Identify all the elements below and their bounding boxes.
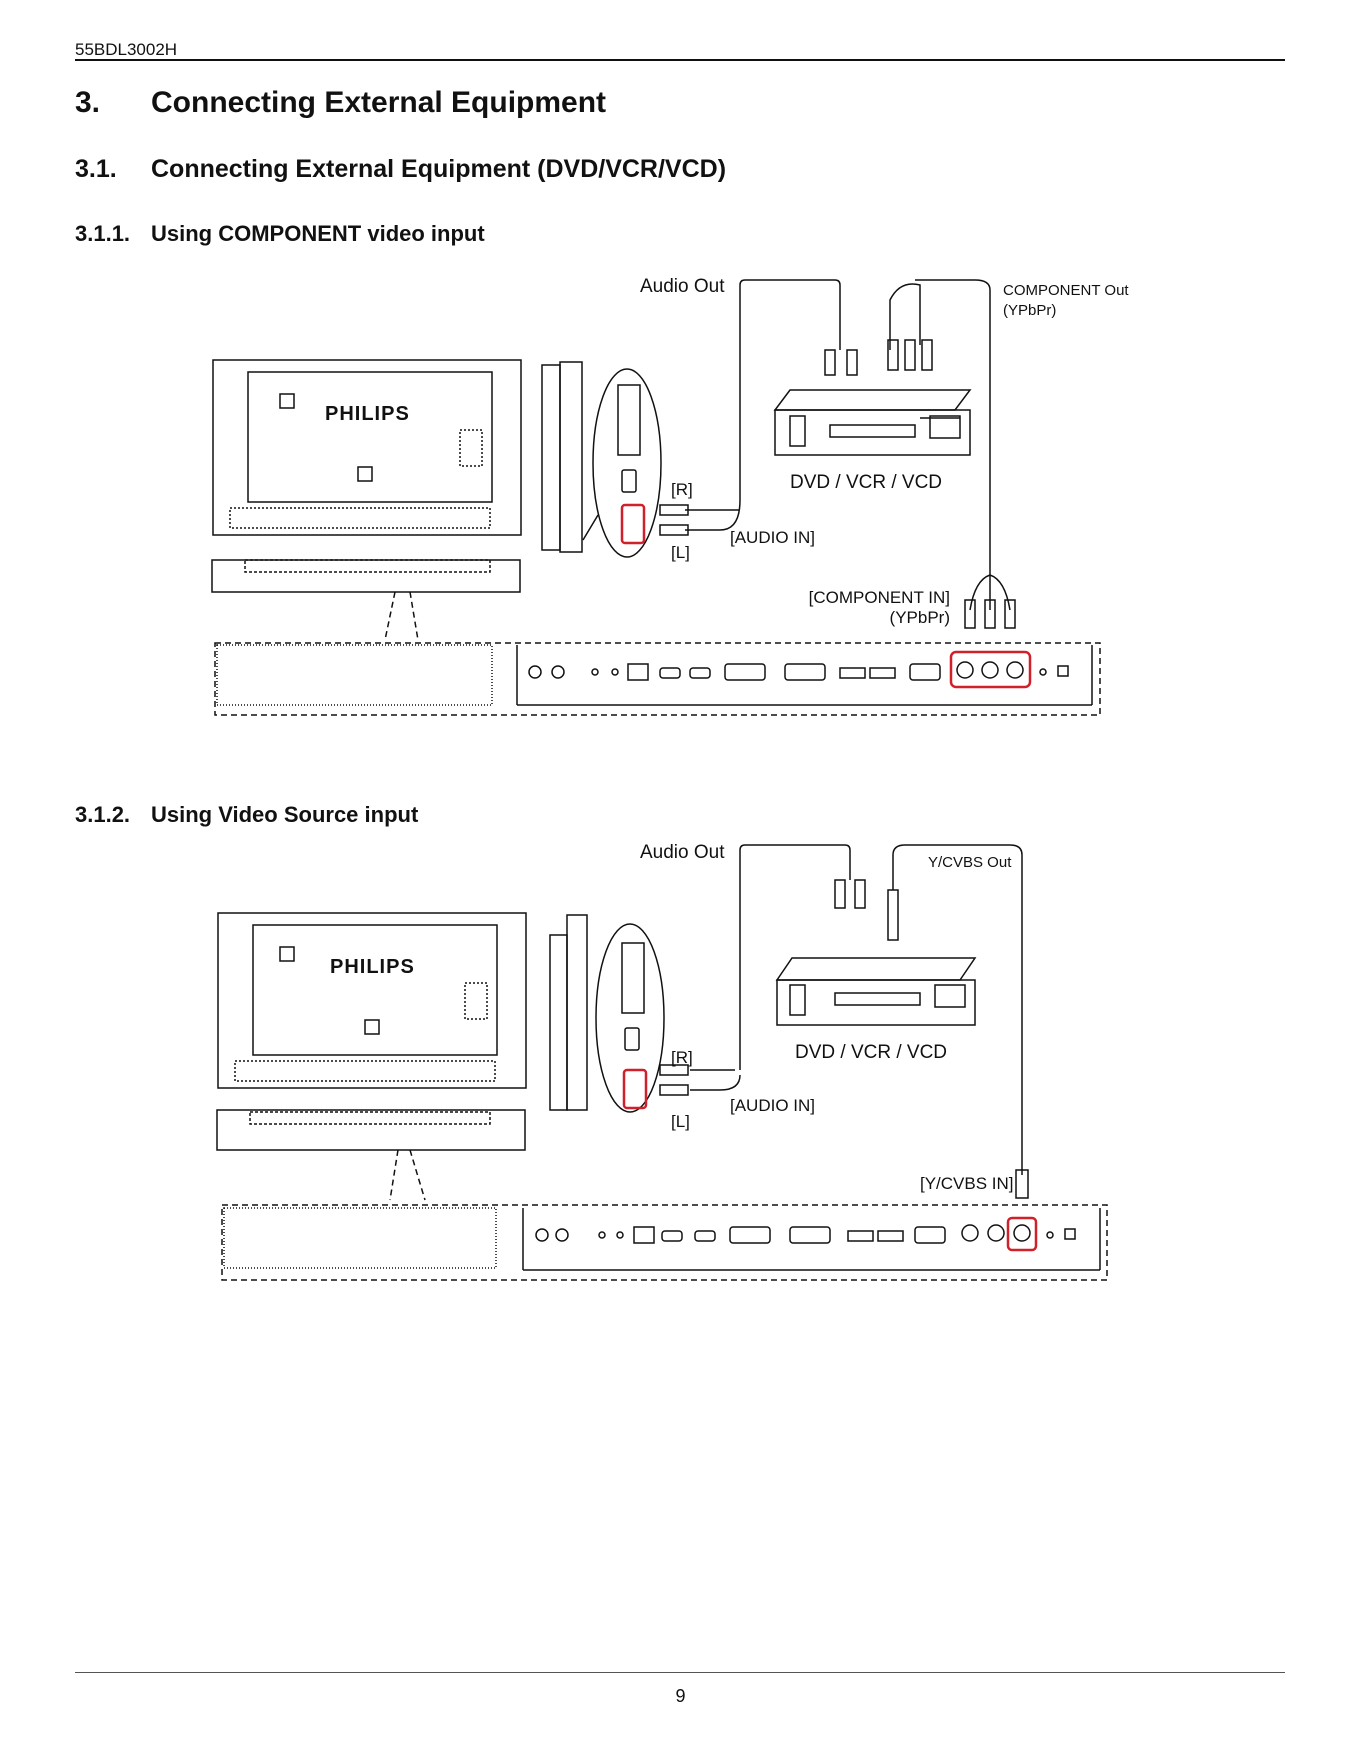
section-number: 3. [75,86,101,119]
subsection-heading: 3.1. Connecting External Equipment (DVD/V… [75,155,726,184]
display2-bottom-view [216,1109,526,1151]
audio-out-cable [739,279,841,350]
audio2-cable [739,844,851,1070]
audio2-right-label: [R] [671,1048,693,1067]
display-brand-logo: PHILIPS [325,403,410,425]
ycvbs-in-label: [Y/CVBS IN] [920,1174,1014,1193]
component-diagram-graphic [211,279,1101,716]
audio-in-label: [AUDIO IN] [730,528,816,547]
diagram2-number: 3.1.2. [75,802,131,827]
display2-brand-logo: PHILIPS [330,956,415,978]
ycvbs-cable [892,844,1023,1175]
diagram1-title-prefix: Using [151,221,219,246]
header-rule [75,59,1285,61]
page-number: 9 [675,1686,686,1706]
audio-left-label: [L] [671,543,690,562]
audio2-in-label: [AUDIO IN] [730,1096,816,1115]
audio-out-label: Audio Out [640,276,725,297]
dvd-device-label: DVD / VCR / VCD [790,472,943,493]
diagram1-title-bold: COMPONENT [218,221,362,246]
subsection-number: 3.1. [75,155,117,183]
component-in-highlight [949,650,1032,689]
display2-rear-panel [217,912,527,1089]
video-source-diagram-graphic [216,844,1108,1281]
ycvbs-out-label: Y/CVBS Out [928,854,1012,871]
audio2-in-highlight [622,1068,648,1110]
component-out-ypbpr-label: (YPbPr) [1003,302,1057,319]
ycvbs-in-highlight [1006,1216,1038,1252]
section-heading: 3. Connecting External Equipment [75,86,606,120]
section-title: Connecting External Equipment [151,86,607,119]
audio2-left-label: [L] [671,1112,690,1131]
side-connector-panel [592,368,662,558]
document-model-number: 55BDL3002H [75,40,178,59]
audio2-out-label: Audio Out [640,842,725,863]
dvd2-player-top [775,957,977,981]
diagram2-title: Using Video Source input [151,802,419,827]
footer-rule [75,1672,1285,1673]
display2-side-connector-panel [595,923,665,1113]
audio-right-label: [R] [671,480,693,499]
diagram1-heading: 3.1.1. Using COMPONENT video input [75,221,485,247]
component-in-ypbpr-label: (YPbPr) [889,608,950,627]
component-in-label: [COMPONENT IN] [808,588,950,607]
dvd-player-front [774,409,971,456]
bottom-connector-strip [214,642,1101,716]
audio-in-highlight [620,503,646,545]
dvd2-player-front [776,979,976,1026]
dvd2-device-label: DVD / VCR / VCD [795,1042,948,1063]
subsection-title: Connecting External Equipment (DVD/VCR/V… [151,155,727,183]
diagram1-title-suffix: video input [361,221,485,246]
bottom2-connector-strip [221,1204,1108,1281]
diagram2-heading: 3.1.2. Using Video Source input [75,802,418,828]
display2-side-profile [566,914,588,1111]
diagram1-number: 3.1.1. [75,221,131,246]
component-out-label: COMPONENT Out [1003,282,1129,299]
display-rear-panel [212,359,522,536]
